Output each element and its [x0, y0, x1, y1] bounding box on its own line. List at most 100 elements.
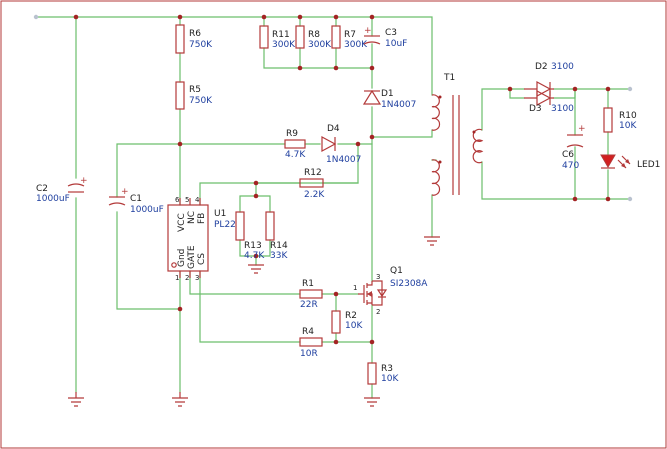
- d2-value: 3100: [551, 62, 574, 72]
- r2-ref: R2: [345, 311, 357, 321]
- resistor-r8: R8 300K: [295, 25, 332, 50]
- r5-ref: R5: [189, 85, 201, 95]
- c3-polarity: +: [364, 26, 372, 36]
- r8-ref: R8: [308, 30, 320, 40]
- r10-ref: R10: [619, 111, 637, 121]
- terminals: [33, 14, 633, 202]
- r7-value: 300K: [344, 40, 368, 50]
- r13-ref: R13: [244, 241, 262, 251]
- q1-value: SI2308A: [390, 279, 428, 289]
- capacitor-c1: + C1 1000uF: [108, 187, 164, 215]
- r4-value: 10R: [300, 349, 318, 359]
- t1-ref: T1: [443, 73, 455, 83]
- c6-value: 470: [562, 161, 579, 171]
- r12-value: 2.2K: [304, 190, 325, 200]
- led1-ref: LED1: [637, 160, 660, 170]
- u1-pin-fb: FB: [197, 213, 207, 224]
- junctions: [73, 14, 611, 345]
- c2-polarity: +: [80, 176, 88, 186]
- r4-ref: R4: [302, 327, 314, 337]
- r7-ref: R7: [344, 30, 356, 40]
- resistor-r4: R4 10R: [299, 327, 323, 359]
- ground-symbol: [424, 236, 440, 246]
- ground-symbol: [364, 397, 380, 407]
- diode-d3: D3 3100: [524, 89, 574, 114]
- resistor-r5: R5 750K: [175, 81, 213, 110]
- resistor-r14: R14 33K: [265, 211, 288, 261]
- q1-ref: Q1: [390, 266, 403, 276]
- r10-value: 10K: [619, 121, 637, 131]
- capacitor-c3: + C3 10uF: [363, 26, 407, 49]
- r12-ref: R12: [304, 168, 322, 178]
- c1-polarity: +: [121, 187, 129, 197]
- r6-ref: R6: [189, 29, 201, 39]
- c2-value: 1000uF: [36, 194, 70, 204]
- ground-symbol: [248, 264, 264, 274]
- d2-ref: D2: [535, 62, 548, 72]
- r1-value: 22R: [300, 300, 318, 310]
- resistor-r1: R1 22R: [299, 279, 323, 310]
- ground-symbols: [68, 236, 440, 407]
- u1-pin-5-num: 5: [185, 196, 189, 204]
- d4-ref: D4: [327, 124, 340, 134]
- r8-value: 300K: [308, 40, 332, 50]
- c3-ref: C3: [385, 28, 397, 38]
- r11-ref: R11: [272, 30, 290, 40]
- resistor-r13: R13 4.7K: [235, 211, 265, 261]
- r9-value: 4.7K: [285, 150, 306, 160]
- u1-pin-gate: GATE: [187, 245, 197, 269]
- q1-pin-2: 2: [376, 308, 380, 316]
- r14-value: 33K: [270, 251, 288, 261]
- r14-ref: R14: [270, 241, 288, 251]
- c6-ref: C6: [562, 150, 574, 160]
- resistor-r7: R7 300K: [331, 25, 368, 50]
- wires: [35, 16, 631, 399]
- r1-ref: R1: [302, 279, 314, 289]
- r3-ref: R3: [381, 364, 393, 374]
- r13-value: 4.7K: [244, 251, 265, 261]
- d1-value: 1N4007: [381, 100, 416, 110]
- u1-pin-6-num: 6: [175, 196, 180, 204]
- ground-symbol: [172, 392, 188, 407]
- c6-polarity: +: [578, 124, 586, 134]
- c2-ref: C2: [36, 184, 48, 194]
- u1-pin-cs: CS: [197, 253, 207, 265]
- r5-value: 750K: [189, 96, 213, 106]
- c3-value: 10uF: [385, 39, 407, 49]
- d3-ref: D3: [529, 104, 542, 114]
- diode-d4: D4 1N4007: [321, 124, 361, 165]
- u1-value: PL22: [214, 220, 236, 230]
- r2-value: 10K: [345, 321, 363, 331]
- capacitor-c2: + C2 1000uF: [36, 176, 88, 204]
- resistor-r11: R11 300K: [259, 25, 296, 50]
- u1-pin-nc: NC: [187, 211, 197, 224]
- d4-value: 1N4007: [326, 155, 361, 165]
- u1-pin-2-num: 2: [185, 274, 189, 282]
- c1-value: 1000uF: [130, 205, 164, 215]
- d3-value: 3100: [551, 104, 574, 114]
- u1-pin-1-num: 1: [175, 274, 179, 282]
- resistor-r2: R2 10K: [331, 310, 363, 334]
- r6-value: 750K: [189, 40, 213, 50]
- u1-pin-gnd: Gnd: [177, 249, 187, 267]
- c1-ref: C1: [130, 194, 142, 204]
- diode-d2: D2 3100: [524, 62, 574, 98]
- r11-value: 300K: [272, 40, 296, 50]
- r3-value: 10K: [381, 374, 399, 384]
- capacitor-c6: + C6 470: [562, 124, 586, 171]
- u1-pin-3-num: 3: [195, 274, 199, 282]
- q1-pin-3: 3: [376, 273, 380, 281]
- mosfet-q1: 1 3 2 Q1 SI2308A: [353, 266, 428, 316]
- resistor-r9: R9 4.7K: [284, 129, 306, 160]
- ground-symbol: [68, 392, 84, 407]
- u1-pin-vcc: VCC: [177, 213, 187, 232]
- r9-ref: R9: [286, 129, 298, 139]
- transformer-t1: T1: [431, 73, 484, 196]
- led-led1: LED1: [600, 154, 660, 170]
- q1-pin-1: 1: [353, 284, 357, 292]
- diode-d1: D1 1N4007: [362, 89, 416, 110]
- resistor-r10: R10 10K: [603, 107, 637, 133]
- ic-u1: 6 5 4 1 2 3 VCC NC FB Gnd GATE CS U1 PL2…: [167, 196, 236, 282]
